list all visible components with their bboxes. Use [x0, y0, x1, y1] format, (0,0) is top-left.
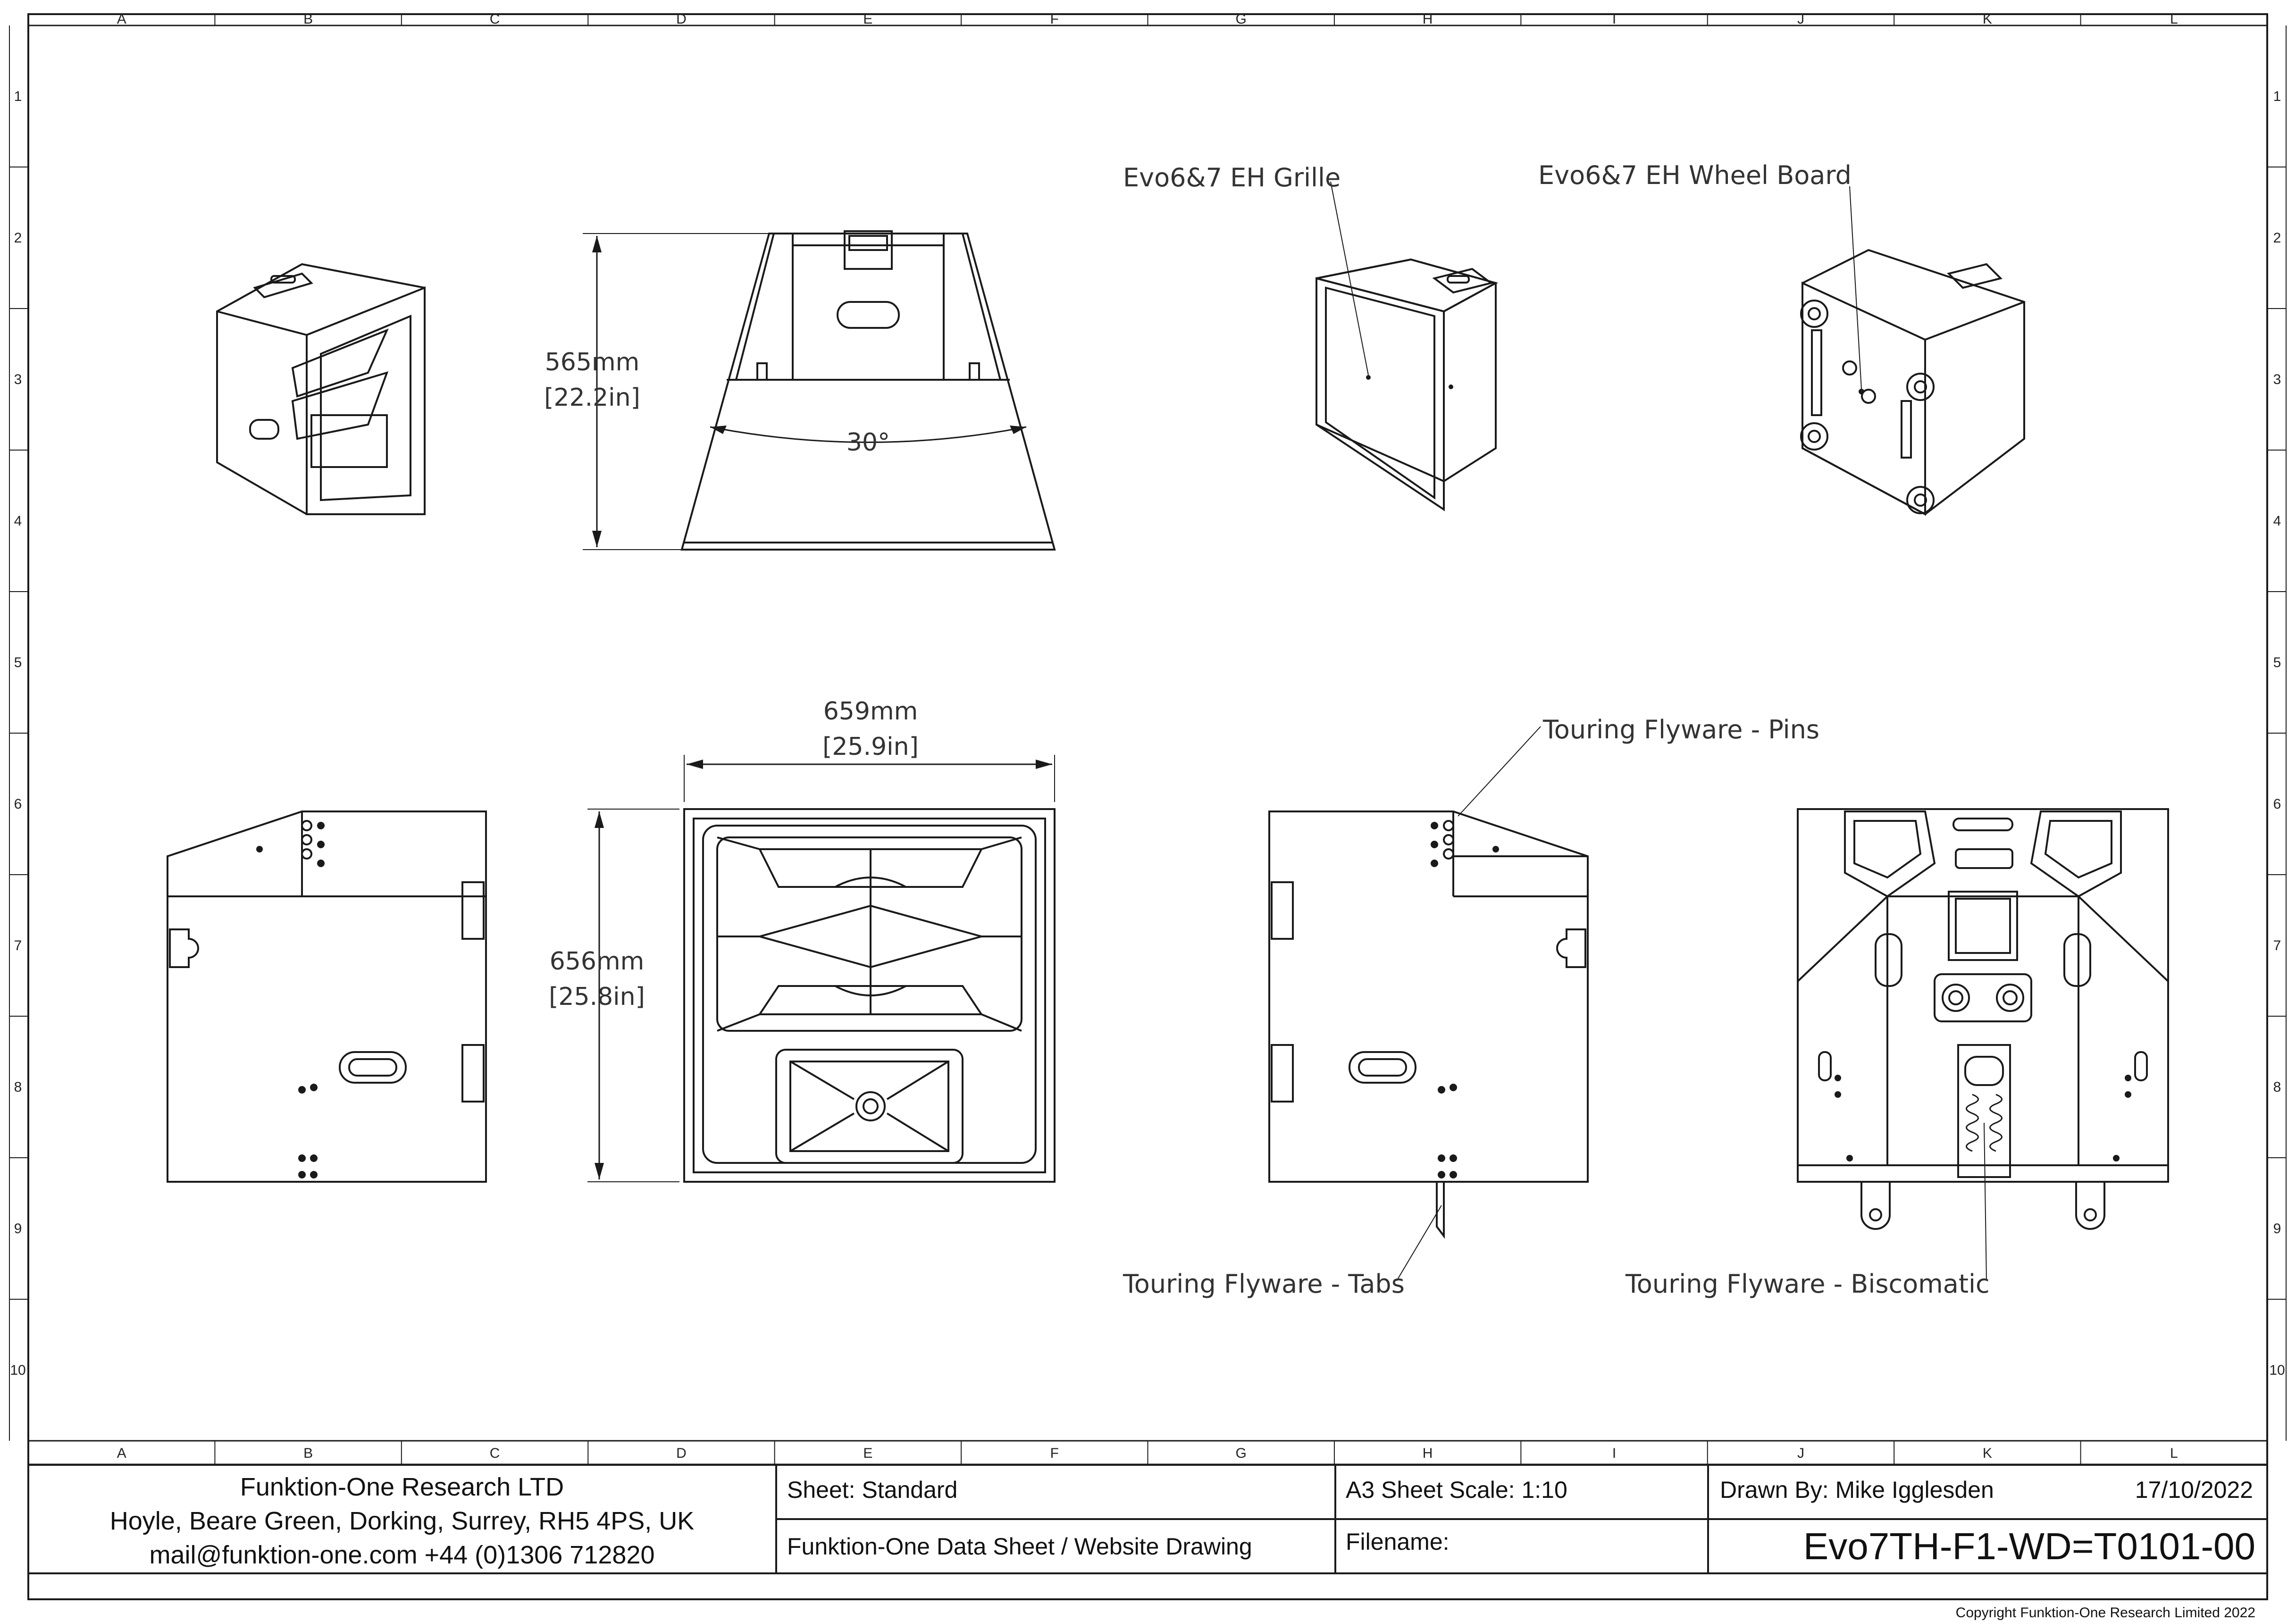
- grid-col-label-top: H: [1423, 11, 1433, 27]
- grid-row-label-left: 6: [14, 796, 22, 812]
- grid-col-label-bottom: A: [117, 1446, 126, 1461]
- sheet-frame: [27, 13, 2268, 1600]
- filename-label: Filename:: [1346, 1529, 1450, 1555]
- grid-row-label-left: 8: [14, 1079, 22, 1095]
- grid-row-label-left: 2: [14, 230, 22, 246]
- copyright-notice: Copyright Funktion-One Research Limited …: [1956, 1605, 2255, 1621]
- grid-col-label-bottom: B: [303, 1446, 313, 1461]
- grid-col-label-top: J: [1797, 11, 1804, 27]
- grid-col-label-bottom: K: [1983, 1446, 1992, 1461]
- grid-col-label-top: D: [676, 11, 687, 27]
- front-height-in: [25.8in]: [549, 983, 645, 1011]
- grid-row-label-left: 5: [14, 655, 22, 670]
- grid-col-label-top: F: [1050, 11, 1059, 27]
- grid-col-label-bottom: J: [1797, 1446, 1804, 1461]
- callout-pins: Touring Flyware - Pins: [1542, 715, 1819, 744]
- sheet-scale: A3 Sheet Scale: 1:10: [1346, 1477, 1567, 1503]
- callout-grille: Evo6&7 EH Grille: [1123, 163, 1341, 192]
- drawn-by: Drawn By: Mike Igglesden: [1720, 1477, 1994, 1503]
- grid-col-label-bottom: E: [863, 1446, 872, 1461]
- grid-col-label-top: G: [1236, 11, 1247, 27]
- callout-wheel-board: Evo6&7 EH Wheel Board: [1538, 160, 1852, 190]
- wheel-board-leader: [1849, 186, 1862, 390]
- grid-row-label-left: 10: [10, 1362, 25, 1378]
- grid-bottom: A B C D E F G H I J K L: [28, 1441, 2267, 1465]
- grid-col-label-bottom: F: [1050, 1446, 1059, 1461]
- grid-col-label-top: I: [1612, 11, 1616, 27]
- drawing-description: Funktion-One Data Sheet / Website Drawin…: [787, 1533, 1252, 1560]
- view-side-trapezoid: [583, 230, 1056, 551]
- angle-label: 30°: [846, 428, 890, 457]
- tabs-leader: [1396, 1205, 1442, 1281]
- pins-leader: [1458, 726, 1541, 817]
- grid-col-label-top: L: [2170, 11, 2178, 27]
- sheet-type: Sheet: Standard: [787, 1477, 957, 1503]
- grid-col-label-top: C: [490, 11, 500, 27]
- grid-row-label-right: 10: [2269, 1362, 2285, 1378]
- drawing-date: 17/10/2022: [2135, 1477, 2253, 1503]
- title-block: [27, 1464, 2268, 1574]
- view-right-side: [1268, 810, 1589, 1239]
- grid-row-label-right: 6: [2273, 796, 2281, 812]
- grid-col-label-top: B: [303, 11, 313, 27]
- drawing-number: Evo7TH-F1-WD=T0101-00: [1803, 1525, 2255, 1567]
- callout-biscomatic: Touring Flyware - Biscomatic: [1625, 1269, 1990, 1299]
- grid-col-label-bottom: D: [676, 1446, 687, 1461]
- callout-tabs: Touring Flyware - Tabs: [1123, 1269, 1405, 1299]
- grid-row-label-left: 4: [14, 513, 22, 529]
- grid-row-label-left: 3: [14, 372, 22, 387]
- side-height-mm: 565mm: [545, 348, 640, 376]
- grid-row-label-left: 7: [14, 938, 22, 953]
- grid-row-label-right: 3: [2273, 372, 2281, 387]
- grid-left: 1 2 3 4 5 6 7 8 9 10: [9, 25, 28, 1441]
- grid-row-label-left: 9: [14, 1221, 22, 1237]
- grid-col-label-top: K: [1983, 11, 1992, 27]
- grid-row-label-right: 4: [2273, 513, 2281, 529]
- view-isometric-wheel-board: [1800, 249, 2025, 516]
- grille-leader: [1330, 181, 1369, 376]
- grid-col-label-top: A: [117, 11, 126, 27]
- grid-col-label-top: E: [863, 11, 872, 27]
- grid-row-label-right: 7: [2273, 938, 2281, 953]
- view-rear: [1797, 808, 2169, 1230]
- grid-col-label-bottom: G: [1236, 1446, 1247, 1461]
- biscomatic-leader: [1984, 1122, 1987, 1281]
- grid-row-label-right: 5: [2273, 655, 2281, 670]
- company-name: Funktion-One Research LTD: [240, 1473, 564, 1501]
- front-width-in: [25.9in]: [822, 733, 919, 761]
- grid-row-label-right: 8: [2273, 1079, 2281, 1095]
- grid-row-label-right: 9: [2273, 1221, 2281, 1237]
- view-front: [587, 755, 1056, 1183]
- side-height-in: [22.2in]: [544, 384, 640, 412]
- company-contact: mail@funktion-one.com +44 (0)1306 712820: [150, 1541, 655, 1569]
- view-isometric-grille: [1316, 258, 1499, 511]
- front-height-mm: 656mm: [550, 947, 645, 976]
- grid-row-label-right: 1: [2273, 89, 2281, 104]
- grid-row-label-right: 2: [2273, 230, 2281, 246]
- front-width-mm: 659mm: [823, 697, 918, 726]
- grid-row-label-left: 1: [14, 89, 22, 104]
- grid-col-label-bottom: H: [1423, 1446, 1433, 1461]
- view-left-side: [167, 810, 487, 1183]
- grid-col-label-bottom: L: [2170, 1446, 2178, 1461]
- grid-col-label-bottom: I: [1612, 1446, 1616, 1461]
- grid-right: 1 2 3 4 5 6 7 8 9 10: [2267, 25, 2287, 1441]
- grid-col-label-bottom: C: [490, 1446, 500, 1461]
- grid-top: A B C D E F G H I J K L: [117, 11, 2178, 27]
- company-address: Hoyle, Beare Green, Dorking, Surrey, RH5…: [110, 1507, 695, 1535]
- view-isometric-front: [216, 263, 426, 515]
